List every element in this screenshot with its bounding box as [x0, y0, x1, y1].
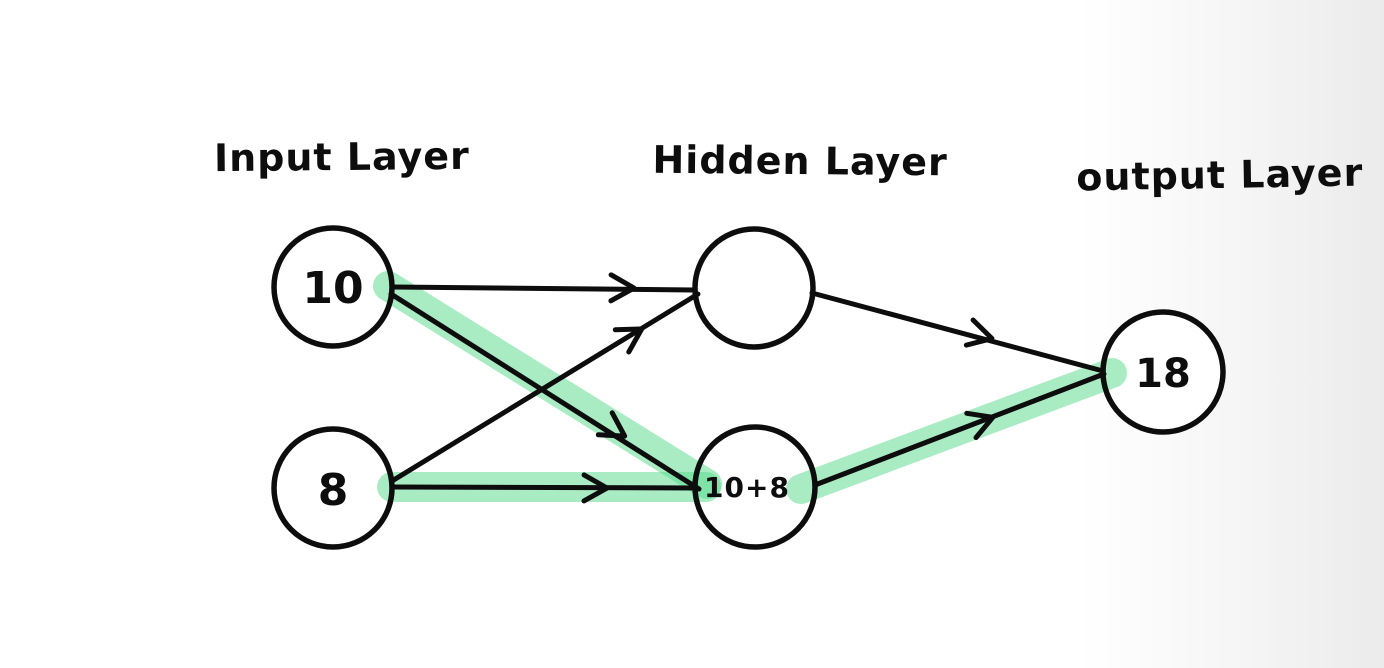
edge-input8-to-sum: [390, 484, 700, 491]
edge-input8-to-hiddentop: [389, 291, 701, 484]
input-node-8: [271, 426, 395, 550]
arrowhead-icon: [964, 410, 996, 441]
edge-input10-to-hiddentop: [390, 284, 697, 293]
hidden-node-top-fill: [695, 229, 813, 347]
hidden-node-sum-fill: [695, 427, 815, 547]
input-node-10-fill: [274, 228, 392, 346]
node-fills: [274, 228, 1223, 547]
edge-hiddentop-to-output: [809, 290, 1106, 374]
edge-sum-to-output: [812, 371, 1107, 488]
arrowhead-icon: [612, 326, 645, 355]
input-layer-label: Input Layer: [214, 134, 470, 180]
layer-labels: Input Layer Hidden Layer output Layer: [214, 134, 1364, 200]
input-node-10-value: 10: [302, 263, 363, 314]
hidden-layer-label: Hidden Layer: [652, 138, 948, 185]
edge-input10-to-sum: [388, 291, 702, 492]
edges: [388, 284, 1107, 492]
output-node-18-fill: [1103, 312, 1223, 432]
output-layer-label: output Layer: [1076, 151, 1364, 200]
arrowhead-icon: [963, 317, 995, 348]
input-node-10: [271, 225, 395, 349]
node-outlines: [271, 225, 1226, 550]
arrowhead-icon: [581, 472, 610, 504]
input-node-8-fill: [274, 429, 392, 547]
output-node-18: [1100, 309, 1226, 435]
arrowhead-icon: [608, 272, 637, 304]
hidden-node-sum-value: 10+8: [704, 471, 790, 504]
output-node-18-value: 18: [1135, 351, 1191, 397]
arrowhead-icon: [595, 410, 628, 439]
node-values: 10 8 10+8 18: [302, 263, 1190, 516]
hidden-node-top: [692, 226, 816, 350]
input-node-8-value: 8: [318, 465, 349, 516]
hidden-node-sum: [692, 424, 818, 550]
arrowheads: [581, 272, 996, 504]
